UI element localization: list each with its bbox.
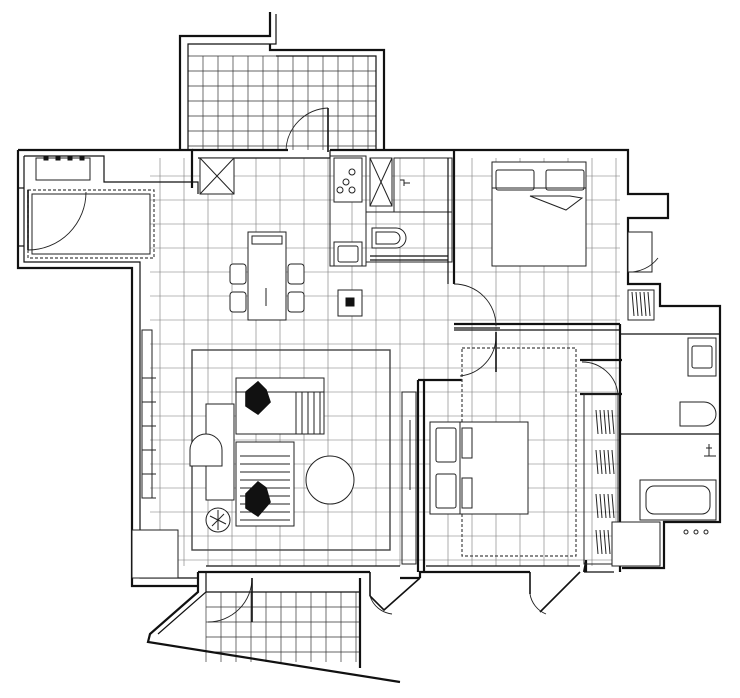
bed-master	[491, 161, 587, 267]
closet-hanger	[611, 409, 615, 435]
bathroom-1	[365, 211, 453, 263]
balcony-south-tiles	[205, 591, 360, 662]
closet-hanger	[643, 291, 647, 317]
vanity	[687, 337, 717, 377]
balcony-north-door	[285, 107, 329, 152]
bedroom-2	[401, 332, 619, 565]
closet-hanger	[639, 291, 643, 317]
closet-hanger	[611, 449, 615, 475]
closet-hanger	[595, 493, 599, 519]
closet-hanger	[595, 409, 599, 435]
closet-hanger	[647, 291, 651, 317]
closet-hanger	[607, 449, 611, 475]
closet-hanger	[611, 493, 615, 519]
closet-hanger	[603, 529, 607, 555]
balcony-north-tiles	[187, 46, 376, 150]
closet-hanger	[599, 409, 603, 435]
closet-hanger	[607, 493, 611, 519]
closet-hanger	[607, 529, 611, 555]
closet-hanger	[603, 493, 607, 519]
master-bedroom	[453, 161, 659, 329]
closet-hanger	[607, 409, 611, 435]
closet-hanger	[599, 493, 603, 519]
closet-hanger	[631, 291, 635, 317]
closet-hanger	[635, 291, 639, 317]
bathroom-2	[581, 337, 717, 567]
bed-2	[429, 421, 529, 515]
living-area	[131, 329, 391, 579]
closet-hanger	[599, 449, 603, 475]
closet-hanger	[603, 449, 607, 475]
utility-room	[18, 155, 155, 259]
closet-hanger	[595, 449, 599, 475]
kitchen	[199, 155, 453, 317]
dining-set	[229, 231, 305, 321]
closet-hanger	[595, 529, 599, 555]
bathtub	[639, 479, 717, 521]
closet-hanger	[603, 409, 607, 435]
closet-hanger	[599, 529, 603, 555]
south-doors	[207, 571, 581, 623]
